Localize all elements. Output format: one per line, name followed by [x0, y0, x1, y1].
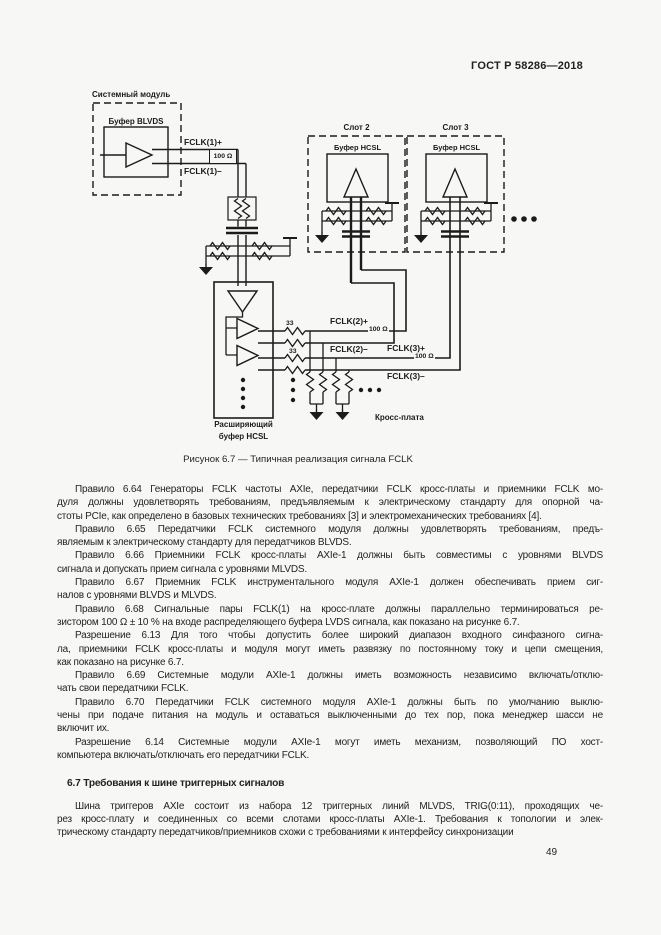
backplane-termination — [305, 331, 382, 421]
fclk1-bias-network — [198, 237, 297, 276]
text-line: сигнала и допускать прием сигнала с уров… — [57, 563, 307, 575]
fclk1-pair-lines — [152, 148, 258, 286]
hcsl-buffer2-label: Буфер HCSL — [333, 143, 382, 152]
text-line: Шина триггеров AXIe состоит из набора 12… — [75, 800, 603, 812]
text-line: Правило 6.64 Генераторы FCLK частоты AXI… — [75, 484, 603, 495]
expander-buffer-label-line2: буфер HCSL — [218, 432, 269, 441]
series-resistor2-label: 33 — [289, 348, 297, 355]
fclk2-plus-label: FCLK(2)+ — [330, 316, 369, 326]
text-line: зистором 100 Ω ± 10 % на входе распредел… — [57, 616, 520, 628]
backplane-label: Кросс-плата — [375, 413, 424, 422]
text-line: чать свои передатчики FCLK. — [57, 683, 189, 695]
page-number: 49 — [546, 847, 558, 858]
more-slots-dots — [511, 216, 537, 222]
fclk3-minus-label: FCLK(3)– — [387, 371, 425, 381]
slot2-box — [307, 135, 406, 283]
text-line: Правило 6.70 Передатчики FCLK системного… — [75, 696, 603, 708]
text-line: Правило 6.66 Приемники FCLK кросс-платы … — [75, 550, 603, 562]
text-line: включит их. — [57, 723, 110, 735]
text-line: Правило 6.65 Передатчики FCLK системного… — [75, 523, 603, 535]
fclk2-pair-lines — [258, 269, 407, 348]
document-header: ГОСТ Р 58286—2018 — [471, 60, 583, 72]
hcsl-buffer3-label: Буфер HCSL — [432, 143, 481, 152]
slot3-label: Слот 3 — [442, 123, 469, 132]
system-module-label: Системный модуль — [92, 90, 171, 99]
figure-caption: Рисунок 6.7 — Типичная реализация сигнал… — [183, 454, 413, 465]
expander-buffer-box — [213, 281, 296, 419]
text-line: являемым к электрическому стандарту для … — [57, 537, 352, 549]
figure-6-7: Системный модуль Буфер BLVDS FCLK(1)+ FC… — [92, 90, 537, 441]
fclk1-plus-label: FCLK(1)+ — [184, 137, 223, 147]
text-line: компьютера включать/отключать его переда… — [57, 749, 310, 761]
fclk3-pair-lines — [258, 197, 461, 375]
expander-buffer-label-line1: Расширяющий — [214, 420, 273, 429]
slot2-label: Слот 2 — [343, 123, 370, 132]
text-line: Правило 6.67 Приемник FCLK инструменталь… — [75, 577, 603, 589]
text-line: как показано на рисунке 6.7. — [57, 656, 184, 668]
fclk1-minus-label: FCLK(1)– — [184, 166, 222, 176]
termination-resistor-1-label: 100 Ω — [209, 149, 237, 164]
text-line: дуля должны удовлетворять требованиям, п… — [57, 497, 603, 509]
text-line: Правило 6.69 Системные модули AXIe-1 дол… — [75, 670, 603, 682]
fclk2-minus-label: FCLK(2)– — [330, 344, 368, 354]
text-line: стоты PCIe, как определено в базовых тех… — [57, 510, 542, 522]
slot3-box — [406, 135, 505, 253]
body-text: Правило 6.64 Генераторы FCLK частоты AXI… — [57, 483, 603, 839]
text-line: налов с уровнями BLVDS и MLVDS. — [57, 590, 217, 602]
termination-resistor-2-label: 100 Ω — [368, 326, 389, 334]
text-line: Разрешение 6.14 Системные модули AXIe-1 … — [75, 736, 603, 748]
text-line: ла, приемники FCLK кросс-платы и модуля … — [57, 643, 603, 655]
circuit-diagram — [92, 102, 537, 421]
blvds-buffer-label: Буфер BLVDS — [108, 117, 164, 126]
section-heading: 6.7 Требования к шине триггерных сигнало… — [67, 778, 285, 790]
text-line: рез кросс-плату и соединенных со всеми с… — [57, 813, 603, 825]
text-line: Разрешение 6.13 Для того чтобы допустить… — [75, 630, 603, 642]
text-line: чены при подаче питания на модуль и оста… — [57, 710, 603, 722]
fclk3-plus-label: FCLK(3)+ — [387, 343, 426, 353]
termination-resistor-3-label: 100 Ω — [414, 353, 435, 361]
series-resistor1-label: 33 — [286, 320, 294, 327]
text-line: трическому стандарту передатчиков/приемн… — [57, 827, 514, 839]
text-line: Правило 6.68 Сигнальные пары FCLK(1) на … — [75, 603, 603, 615]
